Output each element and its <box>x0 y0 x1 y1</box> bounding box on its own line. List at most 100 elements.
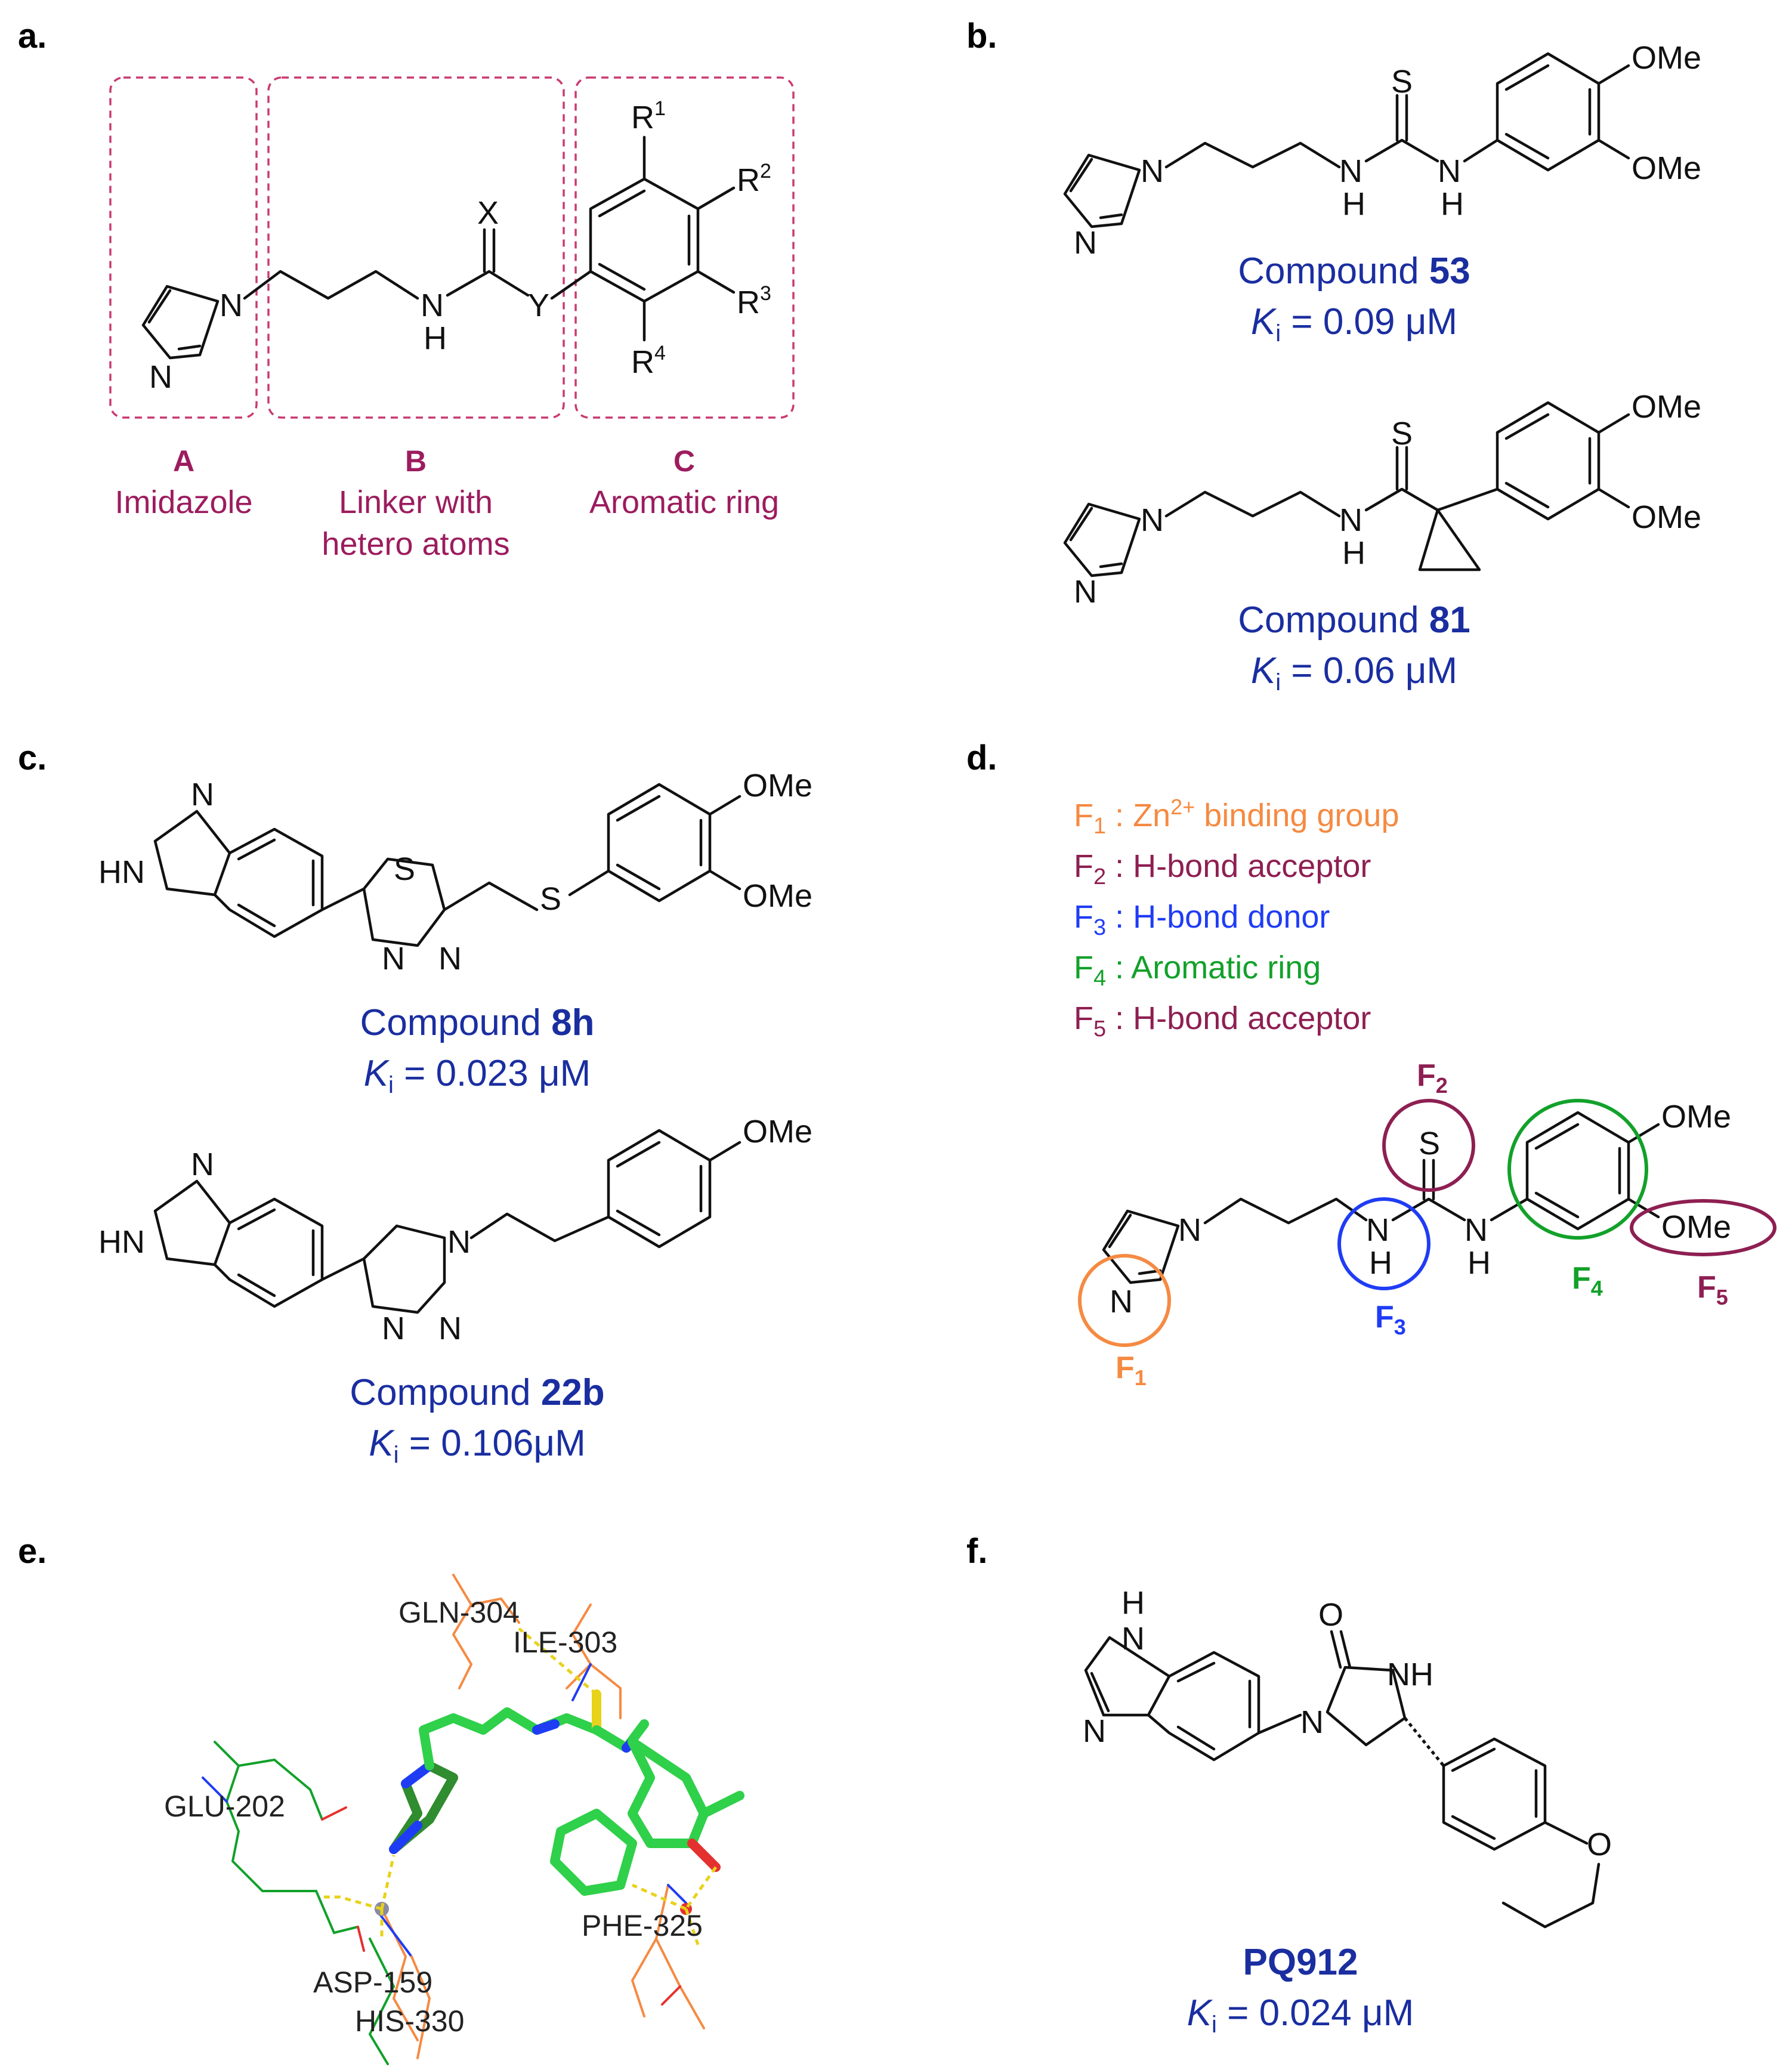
legend-f3: F3 : H-bond donor <box>1074 899 1330 940</box>
legend-f2: F2 : H-bond acceptor <box>1074 848 1371 889</box>
region-a-label: Imidazole <box>115 484 252 520</box>
f4-circle <box>1507 1099 1648 1240</box>
residue-phe-325: PHE-325 <box>582 1909 703 1942</box>
ligand-sticks <box>389 1689 744 1896</box>
atom-n: N <box>1141 153 1164 189</box>
atom-n: N <box>382 1311 405 1346</box>
atom-h: H <box>1342 535 1365 571</box>
compound-22b-name: Compound 22b <box>350 1372 604 1413</box>
atom-n: N <box>191 1147 214 1182</box>
region-b-label-2: hetero atoms <box>322 526 509 562</box>
stereo-hash-bond <box>1404 1717 1445 1767</box>
atom-ome: OMe <box>1632 150 1701 186</box>
atom-ome: OMe <box>1661 1099 1731 1135</box>
docking-pose: GLN-304 ILE-303 GLU-202 PHE-325 ASP-159 … <box>164 1574 744 2065</box>
benzene-ring <box>589 177 700 303</box>
compound-81-structure: N N N H S OMe OMe <box>1063 389 1701 610</box>
panel-label-c: c. <box>18 739 47 777</box>
legend-f4: F4 : Aromatic ring <box>1074 950 1321 991</box>
residue-ile-303: ILE-303 <box>513 1626 617 1659</box>
atom-ome: OMe <box>743 1114 812 1150</box>
atom-hn: HN <box>98 854 145 890</box>
f1-label: F1 <box>1116 1351 1147 1390</box>
pharmacophore-features: F1 F2 F3 F4 F5 <box>1078 1058 1776 1390</box>
compound-8h-structure: N HN S N N S OMe OMe <box>98 768 812 977</box>
atom-s: S <box>1391 64 1413 100</box>
f3-circle <box>1337 1197 1430 1290</box>
compound-8h-ki: Ki = 0.023 μM <box>364 1053 591 1098</box>
f5-ellipse <box>1630 1199 1776 1256</box>
f5-label: F5 <box>1697 1270 1728 1309</box>
panel-label-b: b. <box>966 17 997 55</box>
atom-ome: OMe <box>1632 40 1701 76</box>
f3-label: F3 <box>1375 1300 1406 1339</box>
residue-glu-202: GLU-202 <box>164 1790 285 1823</box>
atom-n: N <box>1083 1713 1106 1749</box>
atom-ome: OMe <box>1661 1209 1731 1245</box>
atom-hn: HN <box>98 1224 145 1260</box>
atom-n: N <box>447 1224 471 1260</box>
atom-n: N <box>1300 1704 1324 1740</box>
panel-a-scaffold: N N N H X Y R1 R2 R3 R4 A Imidazole B Li… <box>109 76 795 562</box>
atom-n: N <box>438 1311 462 1346</box>
panel-label-a: a. <box>18 17 47 55</box>
atom-ome: OMe <box>743 878 812 914</box>
atom-n: N <box>1366 1212 1389 1248</box>
atom-n: N <box>382 941 405 977</box>
panel-label-d: d. <box>966 739 997 777</box>
atom-n: N <box>1438 153 1461 189</box>
region-c-letter: C <box>673 444 695 478</box>
region-c-box <box>574 76 795 419</box>
atom-y: Y <box>528 288 549 323</box>
r2-label: R2 <box>737 160 771 198</box>
pq912-name: PQ912 <box>1243 1942 1358 1983</box>
f2-circle <box>1382 1099 1475 1192</box>
compound-22b-structure: N HN N N N OMe <box>98 1114 812 1346</box>
propyl-linker <box>243 270 419 300</box>
pq912-structure: H N N N O NH O <box>1083 1585 1612 1929</box>
atom-n: N <box>1110 1284 1133 1320</box>
atom-h: H <box>1441 186 1464 222</box>
imidazole-part <box>153 810 231 897</box>
atom-n: N <box>1339 153 1362 189</box>
atom-n3: N <box>149 359 172 395</box>
atom-s: S <box>540 881 561 917</box>
atom-n: N <box>1141 502 1164 538</box>
atom-h: H <box>1342 186 1365 222</box>
region-b-label-1: Linker with <box>339 484 493 520</box>
double-bond-x <box>483 228 496 273</box>
atom-h: H <box>1369 1245 1392 1281</box>
atom-n1: N <box>220 288 243 323</box>
atom-n: N <box>1074 574 1097 610</box>
atom-n: N <box>191 777 214 812</box>
atom-ome: OMe <box>1632 499 1701 535</box>
hbond-lines <box>322 1627 718 1945</box>
atom-n: N <box>1074 225 1097 261</box>
panel-label-f: f. <box>966 1532 987 1571</box>
r4-label: R4 <box>631 342 666 380</box>
residue-asp-159: ASP-159 <box>313 1966 432 1999</box>
f4-label: F4 <box>1572 1261 1603 1300</box>
atom-h: H <box>1121 1585 1145 1621</box>
imidazole-ring <box>141 285 220 360</box>
atom-s: S <box>394 851 415 887</box>
pq912-ki: Ki = 0.024 μM <box>1187 1992 1414 2038</box>
benzo-part <box>213 827 324 938</box>
atom-o: O <box>1318 1597 1343 1633</box>
atom-o: O <box>1587 1827 1612 1862</box>
f1-circle <box>1078 1254 1171 1347</box>
atom-x: X <box>477 195 499 231</box>
region-b-letter: B <box>405 444 427 478</box>
cyclopropane-ring <box>1418 508 1481 571</box>
region-a-letter: A <box>173 444 194 478</box>
atom-h: H <box>1467 1245 1491 1281</box>
atom-n: N <box>1121 1621 1145 1657</box>
atom-n: N <box>1178 1212 1201 1248</box>
pharmacophore-structure: N N N H S N H OMe OMe <box>1102 1099 1731 1320</box>
legend-f1: F1 : Zn2+ binding group <box>1074 795 1399 839</box>
atom-s: S <box>1391 416 1413 452</box>
residue-his-330: HIS-330 <box>355 2004 464 2038</box>
triazole-ring <box>362 1224 446 1314</box>
atom-s: S <box>1419 1126 1440 1161</box>
